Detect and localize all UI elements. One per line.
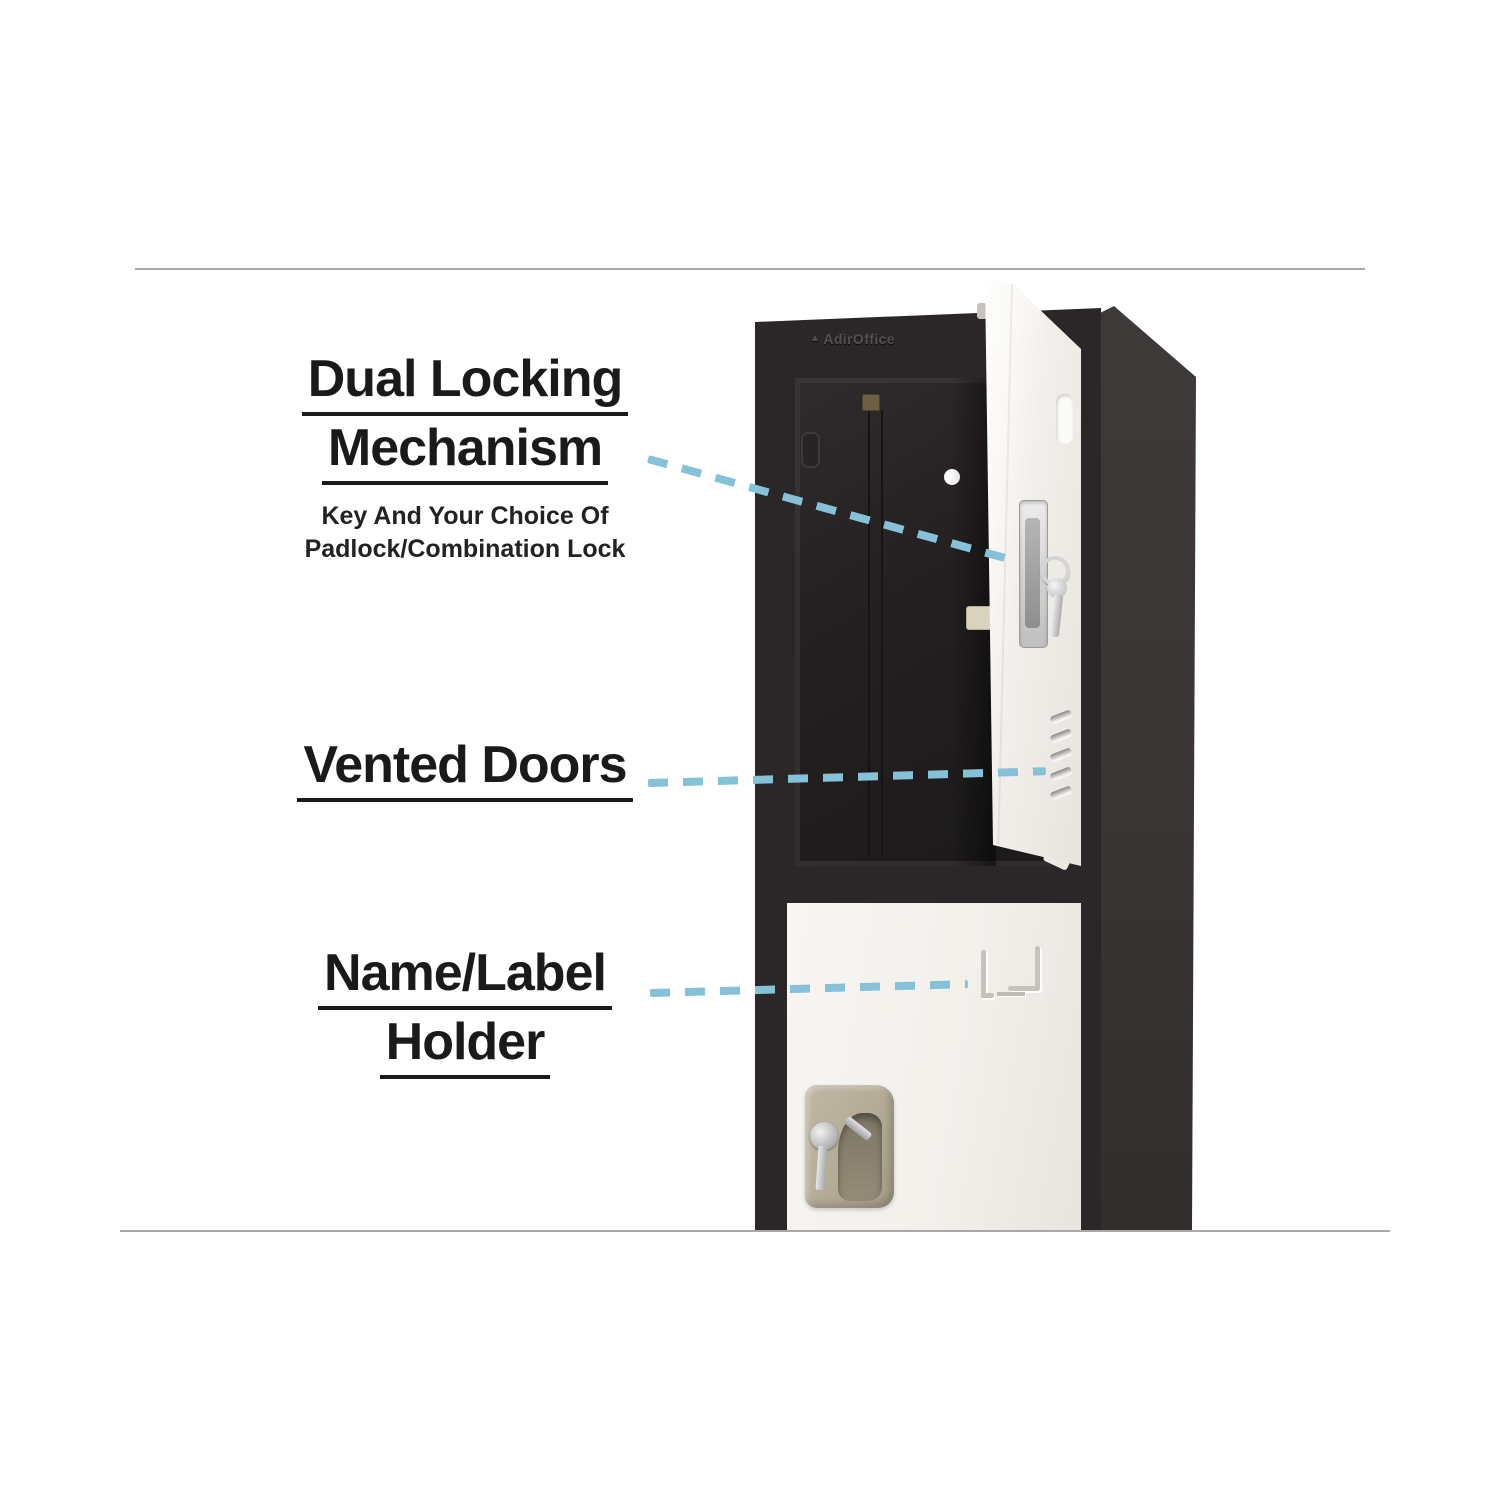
door-handle-recess	[1056, 394, 1073, 444]
brand-logo: ▲ AdirOffice	[810, 331, 895, 347]
locker-side-panel	[1100, 306, 1196, 1232]
callout-vented-doors: Vented Doors	[200, 737, 730, 807]
callout-subtitle: Key And Your Choice Of Padlock/Combinati…	[200, 500, 730, 565]
pocket-lock-cylinder-icon	[810, 1122, 838, 1150]
vent-slot	[1049, 766, 1073, 781]
callout-name-label-holder: Name/Label Holder	[200, 945, 730, 1084]
vent-slot	[1049, 728, 1073, 743]
door-latch-bolt	[966, 606, 994, 630]
callout-subtitle-line: Key And Your Choice Of	[321, 502, 609, 531]
bottom-divider-line	[120, 1230, 1390, 1232]
label-holder-emboss	[997, 992, 1025, 996]
callout-subtitle-line: Padlock/Combination Lock	[304, 534, 626, 563]
callout-title: Vented Doors	[200, 737, 730, 807]
label-holder-emboss	[1035, 946, 1040, 991]
callout-title-line: Mechanism	[321, 421, 609, 486]
vent-slot	[1049, 747, 1073, 762]
callout-title: Name/Label Holder	[200, 945, 730, 1084]
top-divider-line	[135, 268, 1365, 270]
vent-slot	[1049, 709, 1073, 724]
callout-title-line: Vented Doors	[297, 737, 633, 803]
callout-dual-locking: Dual Locking Mechanism Key And Your Choi…	[200, 351, 730, 565]
vent-slot	[1049, 785, 1073, 800]
brand-logo-icon: ▲	[810, 333, 821, 344]
interior-panel-seam	[881, 410, 883, 858]
callout-title-line: Dual Locking	[301, 351, 629, 417]
interior-panel-seam	[868, 404, 870, 856]
door-edge-line	[997, 283, 1013, 844]
interior-door-catch	[801, 432, 820, 468]
door-hinge-icon	[977, 303, 987, 319]
interior-number-plate	[862, 394, 880, 411]
callout-title-line: Name/Label	[318, 945, 612, 1011]
hanging-key-blade	[1049, 594, 1064, 638]
callout-title-line: Holder	[379, 1015, 551, 1080]
door-lock-plate-recess	[1025, 518, 1040, 628]
door-vent-slots	[1049, 709, 1076, 813]
label-holder-emboss	[1008, 986, 1040, 991]
open-door	[985, 280, 1081, 866]
brand-logo-text: AdirOffice	[823, 331, 895, 347]
callout-title: Dual Locking Mechanism	[200, 351, 730, 490]
label-holder-emboss	[981, 950, 986, 997]
label-holder-emboss	[981, 993, 994, 998]
hanging-key-icon	[1047, 578, 1067, 598]
